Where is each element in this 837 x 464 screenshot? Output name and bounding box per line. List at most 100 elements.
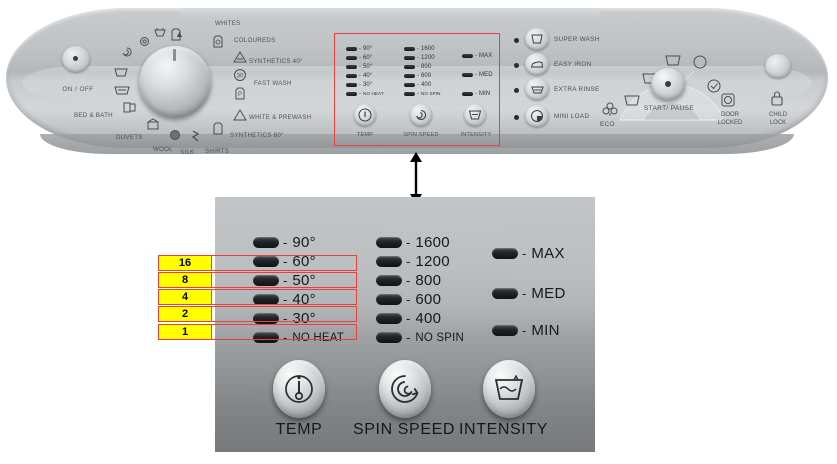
- mini-load-led: [514, 115, 519, 120]
- mini-temp-row: -30°: [346, 80, 384, 89]
- mini-intensity-label: MED: [479, 71, 493, 78]
- zoom-spin-label: NO SPIN: [415, 331, 465, 344]
- mini-temp-label: 50°: [363, 63, 373, 70]
- led-indicator: [376, 275, 402, 286]
- weight-row-outline-60: [211, 255, 357, 271]
- mini-temp-row: -60°: [346, 53, 384, 62]
- program-label-white-prewash: WHITE & PREWASH: [249, 114, 312, 121]
- led-indicator: [376, 294, 402, 305]
- extra-rinse-led: [514, 88, 519, 93]
- easy-iron-label: EASY IRON: [554, 61, 592, 68]
- easy-iron-button[interactable]: [525, 53, 549, 75]
- basket-icon: [154, 25, 166, 43]
- zoom-spin-label: 600: [415, 291, 442, 308]
- weight-box-4: 4: [158, 289, 212, 305]
- mini-temp-label: 40°: [363, 72, 373, 79]
- triangle-icon: [233, 108, 247, 126]
- weight-row-outline-30: [211, 306, 357, 322]
- mini-temp-label: 60°: [363, 54, 373, 61]
- zoom-temp-button[interactable]: [273, 360, 325, 418]
- program-label-synthetics-40: SYNTHETICS 40°: [249, 58, 303, 65]
- zoom-intensity-label: MAX: [531, 244, 565, 262]
- zoom-temp-label: 50°: [292, 272, 316, 289]
- mini-spin-row: -600: [404, 71, 441, 80]
- zoom-spin-column: -1600 -1200 -800 -600 -400 -NO SPIN: [376, 233, 464, 347]
- mini-load-button[interactable]: [525, 105, 549, 127]
- weight-box-8: 8: [158, 272, 212, 288]
- mini-spin-row: -1600: [404, 44, 441, 53]
- mini-load-label: MINI LOAD: [554, 113, 590, 120]
- weight-row-outline-50: [211, 272, 357, 288]
- extra-rinse-button[interactable]: [525, 78, 549, 100]
- wash-tub-hand-icon: [114, 82, 130, 100]
- program-label-coloureds: COLOUREDS: [234, 37, 276, 44]
- mini-spin-label: 800: [421, 63, 432, 70]
- program-label-wool: WOOL: [153, 146, 173, 153]
- padlock-icon: [770, 90, 784, 112]
- led-indicator: [404, 55, 415, 60]
- super-wash-button[interactable]: [525, 28, 549, 50]
- weight-box-16: 16: [158, 255, 212, 271]
- door-locked-line2: LOCKED: [717, 119, 743, 126]
- on-off-button[interactable]: [62, 46, 90, 72]
- mini-temp-label: 90°: [363, 45, 373, 52]
- duvet-icon: [146, 118, 160, 136]
- mini-temp-row: -50°: [346, 62, 384, 71]
- 30-minute-icon: 30: [233, 68, 247, 87]
- led-indicator: [404, 91, 415, 96]
- led-indicator: [346, 91, 357, 96]
- mini-temp-label: NO HEAT: [363, 91, 384, 96]
- zoom-temp-row: -NO HEAT: [253, 328, 344, 347]
- mini-temp-column: -90° -60° -50° -40° -30° -NO HEAT: [346, 44, 384, 98]
- spin-speed-button-label: SPIN SPEED: [403, 132, 439, 138]
- temp-button-label: TEMP: [356, 132, 374, 138]
- bed-bath-icon: [122, 100, 138, 119]
- program-label-whites: WHITES: [215, 20, 241, 27]
- led-indicator: [376, 237, 402, 248]
- mini-spin-column: -1600 -1200 -800 -600 -400 -NO SPIN: [404, 44, 441, 98]
- zoom-temp-label: 90°: [292, 234, 316, 251]
- mini-intensity-label: MIN: [479, 90, 491, 97]
- mini-spin-row: -NO SPIN: [404, 89, 441, 98]
- start-pause-button[interactable]: [651, 68, 685, 100]
- spin-speed-button[interactable]: [410, 104, 432, 126]
- door-locked-line1: DOOR: [721, 112, 739, 118]
- temp-button[interactable]: [354, 104, 376, 126]
- wool-icon: [169, 128, 181, 146]
- led-indicator: [253, 256, 279, 267]
- intensity-button[interactable]: [464, 104, 486, 126]
- zoom-intensity-row: -MIN: [492, 313, 566, 347]
- led-indicator: [492, 324, 518, 336]
- svg-text:30: 30: [237, 74, 244, 80]
- mini-intensity-row: -MAX: [462, 46, 493, 65]
- zoom-intensity-button[interactable]: [483, 360, 535, 418]
- zoom-spin-row: -NO SPIN: [376, 328, 464, 347]
- mini-spin-label: 1600: [421, 45, 435, 52]
- child-lock-line1: CHILD: [768, 112, 787, 118]
- zoom-temp-row: -30°: [253, 309, 344, 328]
- zoom-temp-label: NO HEAT: [292, 331, 345, 344]
- weight-row-outline-noheat: [211, 324, 357, 340]
- weight-box-2: 2: [158, 306, 212, 322]
- zoom-temp-column: -90° -60° -50° -40° -30° -NO HEAT: [253, 233, 344, 347]
- zoom-spin-speed-caption: SPIN SPEED: [353, 421, 456, 438]
- wash-tub-icon: [114, 64, 128, 82]
- zoom-intensity-column: -MAX -MED -MIN: [492, 233, 566, 347]
- intensity-button-label: INTENSITY: [460, 132, 492, 138]
- led-indicator: [253, 237, 279, 248]
- mini-temp-row: -90°: [346, 44, 384, 53]
- zoom-temp-row: -60°: [253, 252, 344, 271]
- door-lock-icon: [720, 92, 736, 113]
- program-label-fast-wash: FAST WASH: [254, 80, 292, 87]
- shirt-icon: [211, 122, 225, 140]
- program-selector-dial[interactable]: [139, 46, 211, 118]
- mini-spin-row: -400: [404, 80, 441, 89]
- zoom-spin-speed-button[interactable]: [379, 360, 431, 418]
- child-lock-button[interactable]: [765, 54, 791, 78]
- led-indicator: [376, 256, 402, 267]
- zoom-temp-label: 60°: [292, 253, 316, 270]
- child-lock-label: CHILD LOCK: [748, 112, 808, 127]
- led-indicator: [462, 91, 473, 96]
- whites-icon: [169, 28, 183, 46]
- led-indicator: [404, 64, 415, 69]
